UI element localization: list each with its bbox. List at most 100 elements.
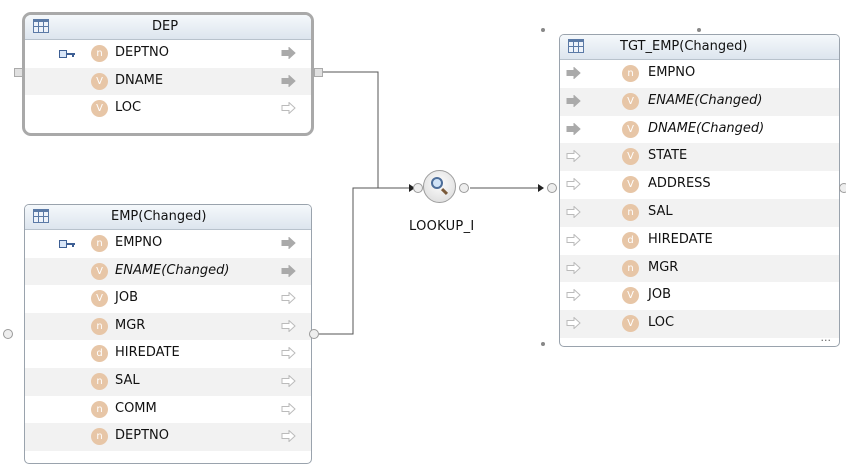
- magnifier-handle: [440, 187, 449, 196]
- datatype-icon: V: [622, 176, 639, 194]
- datatype-icon: d: [91, 345, 108, 363]
- unmapped-arrow-icon: [566, 178, 581, 191]
- field-name: DEPTNO: [115, 45, 169, 60]
- field-name: JOB: [648, 287, 671, 303]
- datatype-icon: n: [91, 372, 108, 390]
- datatype-icon: n: [622, 203, 639, 221]
- datatype-icon: V: [622, 287, 639, 305]
- input-port[interactable]: [14, 68, 23, 77]
- target-output-port[interactable]: [839, 183, 846, 193]
- target-input-port[interactable]: [547, 183, 557, 193]
- selection-handle[interactable]: [541, 342, 545, 346]
- field-row[interactable]: n DEPTNO: [25, 423, 311, 451]
- field-name: STATE: [648, 148, 688, 164]
- field-row[interactable]: n DEPTNO: [25, 40, 311, 68]
- mapped-arrow-icon: [566, 67, 581, 79]
- field-name: COMM: [115, 400, 157, 416]
- unmapped-arrow-icon: [281, 402, 296, 415]
- output-port[interactable]: [314, 68, 323, 77]
- table-icon: [568, 39, 584, 53]
- datatype-icon: V: [622, 120, 639, 138]
- datatype-icon: V: [91, 290, 108, 308]
- more-indicator[interactable]: ...: [820, 331, 832, 344]
- mapped-arrow-icon: [566, 122, 581, 135]
- field-row[interactable]: V JOB: [560, 282, 839, 310]
- unmapped-arrow-icon: [281, 430, 296, 443]
- datatype-icon: n: [91, 428, 108, 446]
- field-name: HIREDATE: [648, 231, 713, 247]
- field-name: ADDRESS: [648, 176, 711, 192]
- datatype-icon: n: [91, 45, 108, 62]
- unmapped-arrow-icon: [566, 205, 581, 218]
- unmapped-arrow-icon: [566, 317, 581, 330]
- unmapped-arrow-icon: [566, 233, 581, 246]
- unmapped-arrow-icon: [281, 292, 296, 305]
- node-title: DEP: [152, 19, 179, 34]
- unmapped-arrow-icon: [281, 374, 296, 387]
- datatype-icon: d: [622, 231, 639, 249]
- field-name: ENAME(Changed): [648, 92, 763, 108]
- magnifier-icon: [431, 177, 443, 189]
- lookup-label: LOOKUP_I: [409, 219, 475, 234]
- datatype-icon: n: [91, 317, 108, 335]
- field-name: DNAME: [115, 72, 164, 88]
- lookup-component[interactable]: [423, 170, 456, 203]
- table-icon: [33, 209, 49, 223]
- primary-key-icon: [59, 240, 75, 248]
- field-name: MGR: [648, 259, 679, 275]
- input-port[interactable]: [3, 329, 13, 339]
- lookup-output-port[interactable]: [459, 183, 469, 193]
- field-row[interactable]: V ADDRESS: [560, 171, 839, 199]
- field-name: DEPTNO: [115, 428, 169, 444]
- field-row[interactable]: V STATE: [560, 143, 839, 172]
- wire-dep-to-lookup: [323, 71, 409, 189]
- field-row[interactable]: n EMPNO: [560, 60, 839, 88]
- node-title: TGT_EMP(Changed): [620, 39, 748, 54]
- lookup-input-port[interactable]: [413, 183, 423, 193]
- unmapped-arrow-icon: [566, 150, 581, 163]
- mapped-arrow-icon: [281, 237, 296, 249]
- field-row[interactable]: V DNAME(Changed): [560, 116, 839, 144]
- field-name: DNAME(Changed): [648, 120, 765, 136]
- table-icon: [33, 19, 49, 33]
- datatype-icon: V: [91, 100, 108, 118]
- field-name: MGR: [115, 317, 146, 333]
- node-header[interactable]: EMP(Changed): [25, 205, 311, 230]
- field-row[interactable]: V LOC: [25, 95, 311, 123]
- datatype-icon: n: [622, 65, 639, 82]
- field-row[interactable]: d HIREDATE: [560, 227, 839, 255]
- selection-handle[interactable]: [541, 28, 545, 32]
- node-header[interactable]: DEP: [25, 15, 311, 40]
- node-header[interactable]: TGT_EMP(Changed): [560, 35, 839, 60]
- wire-emp-to-lookup: [319, 187, 409, 335]
- output-port[interactable]: [309, 329, 319, 339]
- datatype-icon: V: [622, 92, 639, 110]
- field-name: LOC: [115, 100, 142, 116]
- wire-arrowhead: [538, 184, 544, 192]
- unmapped-arrow-icon: [281, 102, 296, 115]
- selection-handle[interactable]: [697, 28, 701, 32]
- unmapped-arrow-icon: [281, 347, 296, 360]
- field-name: LOC: [648, 315, 675, 331]
- field-row[interactable]: V ENAME(Changed): [560, 87, 839, 116]
- field-name: EMPNO: [648, 65, 696, 80]
- unmapped-arrow-icon: [566, 261, 581, 274]
- primary-key-icon: [59, 50, 75, 58]
- datatype-icon: V: [622, 148, 639, 166]
- field-row[interactable]: n MGR: [25, 312, 311, 341]
- field-row[interactable]: V JOB: [25, 285, 311, 313]
- field-name: JOB: [115, 290, 138, 306]
